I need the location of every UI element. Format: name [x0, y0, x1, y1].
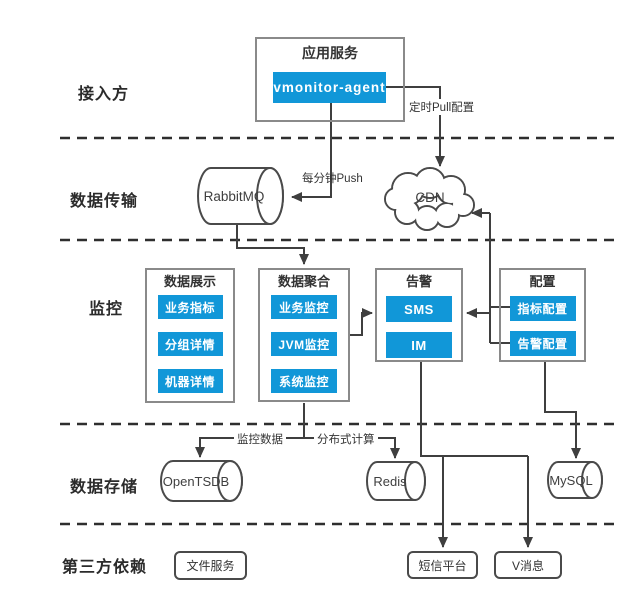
edge-label-push: 每分钟Push: [302, 173, 363, 185]
redis-label: Redis: [373, 474, 407, 489]
vmonitor-agent-node: vmonitor-agent: [273, 72, 386, 103]
node-sms-platform: 短信平台: [407, 551, 478, 579]
app-service-box: 应用服务: [255, 37, 405, 122]
node-file-service: 文件服务: [174, 551, 247, 580]
cdn-label: CDN: [415, 190, 445, 205]
edge-label-distributed: 分布式计算: [314, 431, 378, 447]
group-data-aggregation-title: 数据聚合: [277, 274, 330, 289]
edge-label-monitor-data: 监控数据: [234, 431, 286, 447]
group-data-display-title: 数据展示: [163, 274, 216, 289]
node-jvm-monitor: JVM监控: [271, 332, 337, 356]
group-data-display: 数据展示 业务指标 分组详情 机器详情: [145, 268, 235, 403]
node-business-metrics: 业务指标: [157, 295, 223, 319]
rabbitmq-label: RabbitMQ: [203, 189, 265, 204]
opentsdb-label: OpenTSDB: [162, 474, 230, 489]
edge-alert-bottom-bus: [420, 362, 528, 457]
node-system-monitor: 系统监控: [271, 369, 337, 393]
group-alert: 告警 SMS IM: [375, 268, 463, 362]
section-label-monitor: 监控: [89, 301, 124, 318]
section-label-transport: 数据传输: [70, 193, 139, 210]
edge-aggregation-to-alert: [350, 308, 373, 336]
node-sms: SMS: [386, 296, 452, 322]
group-alert-title: 告警: [405, 274, 432, 289]
node-machine-detail: 机器详情: [157, 369, 223, 393]
node-group-detail: 分组详情: [157, 332, 223, 356]
section-label-access: 接入方: [78, 86, 130, 103]
app-service-title: 应用服务: [302, 45, 358, 61]
edge-rabbitmq-to-aggregation: [236, 224, 309, 265]
mysql-label: MySQL: [549, 473, 593, 488]
node-business-monitor: 业务监控: [271, 295, 337, 319]
group-config: 配置 指标配置 告警配置: [499, 268, 586, 362]
edge-config-to-mysql: [544, 362, 581, 459]
node-alert-config: 告警配置: [509, 331, 576, 356]
section-label-third-party: 第三方依赖: [62, 559, 148, 576]
group-config-title: 配置: [529, 274, 556, 289]
node-v-message: V消息: [494, 551, 562, 579]
node-im: IM: [386, 332, 452, 358]
section-label-storage: 数据存储: [70, 479, 139, 496]
group-data-aggregation: 数据聚合 业务监控 JVM监控 系统监控: [258, 268, 350, 402]
node-metric-config: 指标配置: [509, 296, 576, 321]
edge-label-pull-config: 定时Pull配置: [406, 99, 478, 115]
